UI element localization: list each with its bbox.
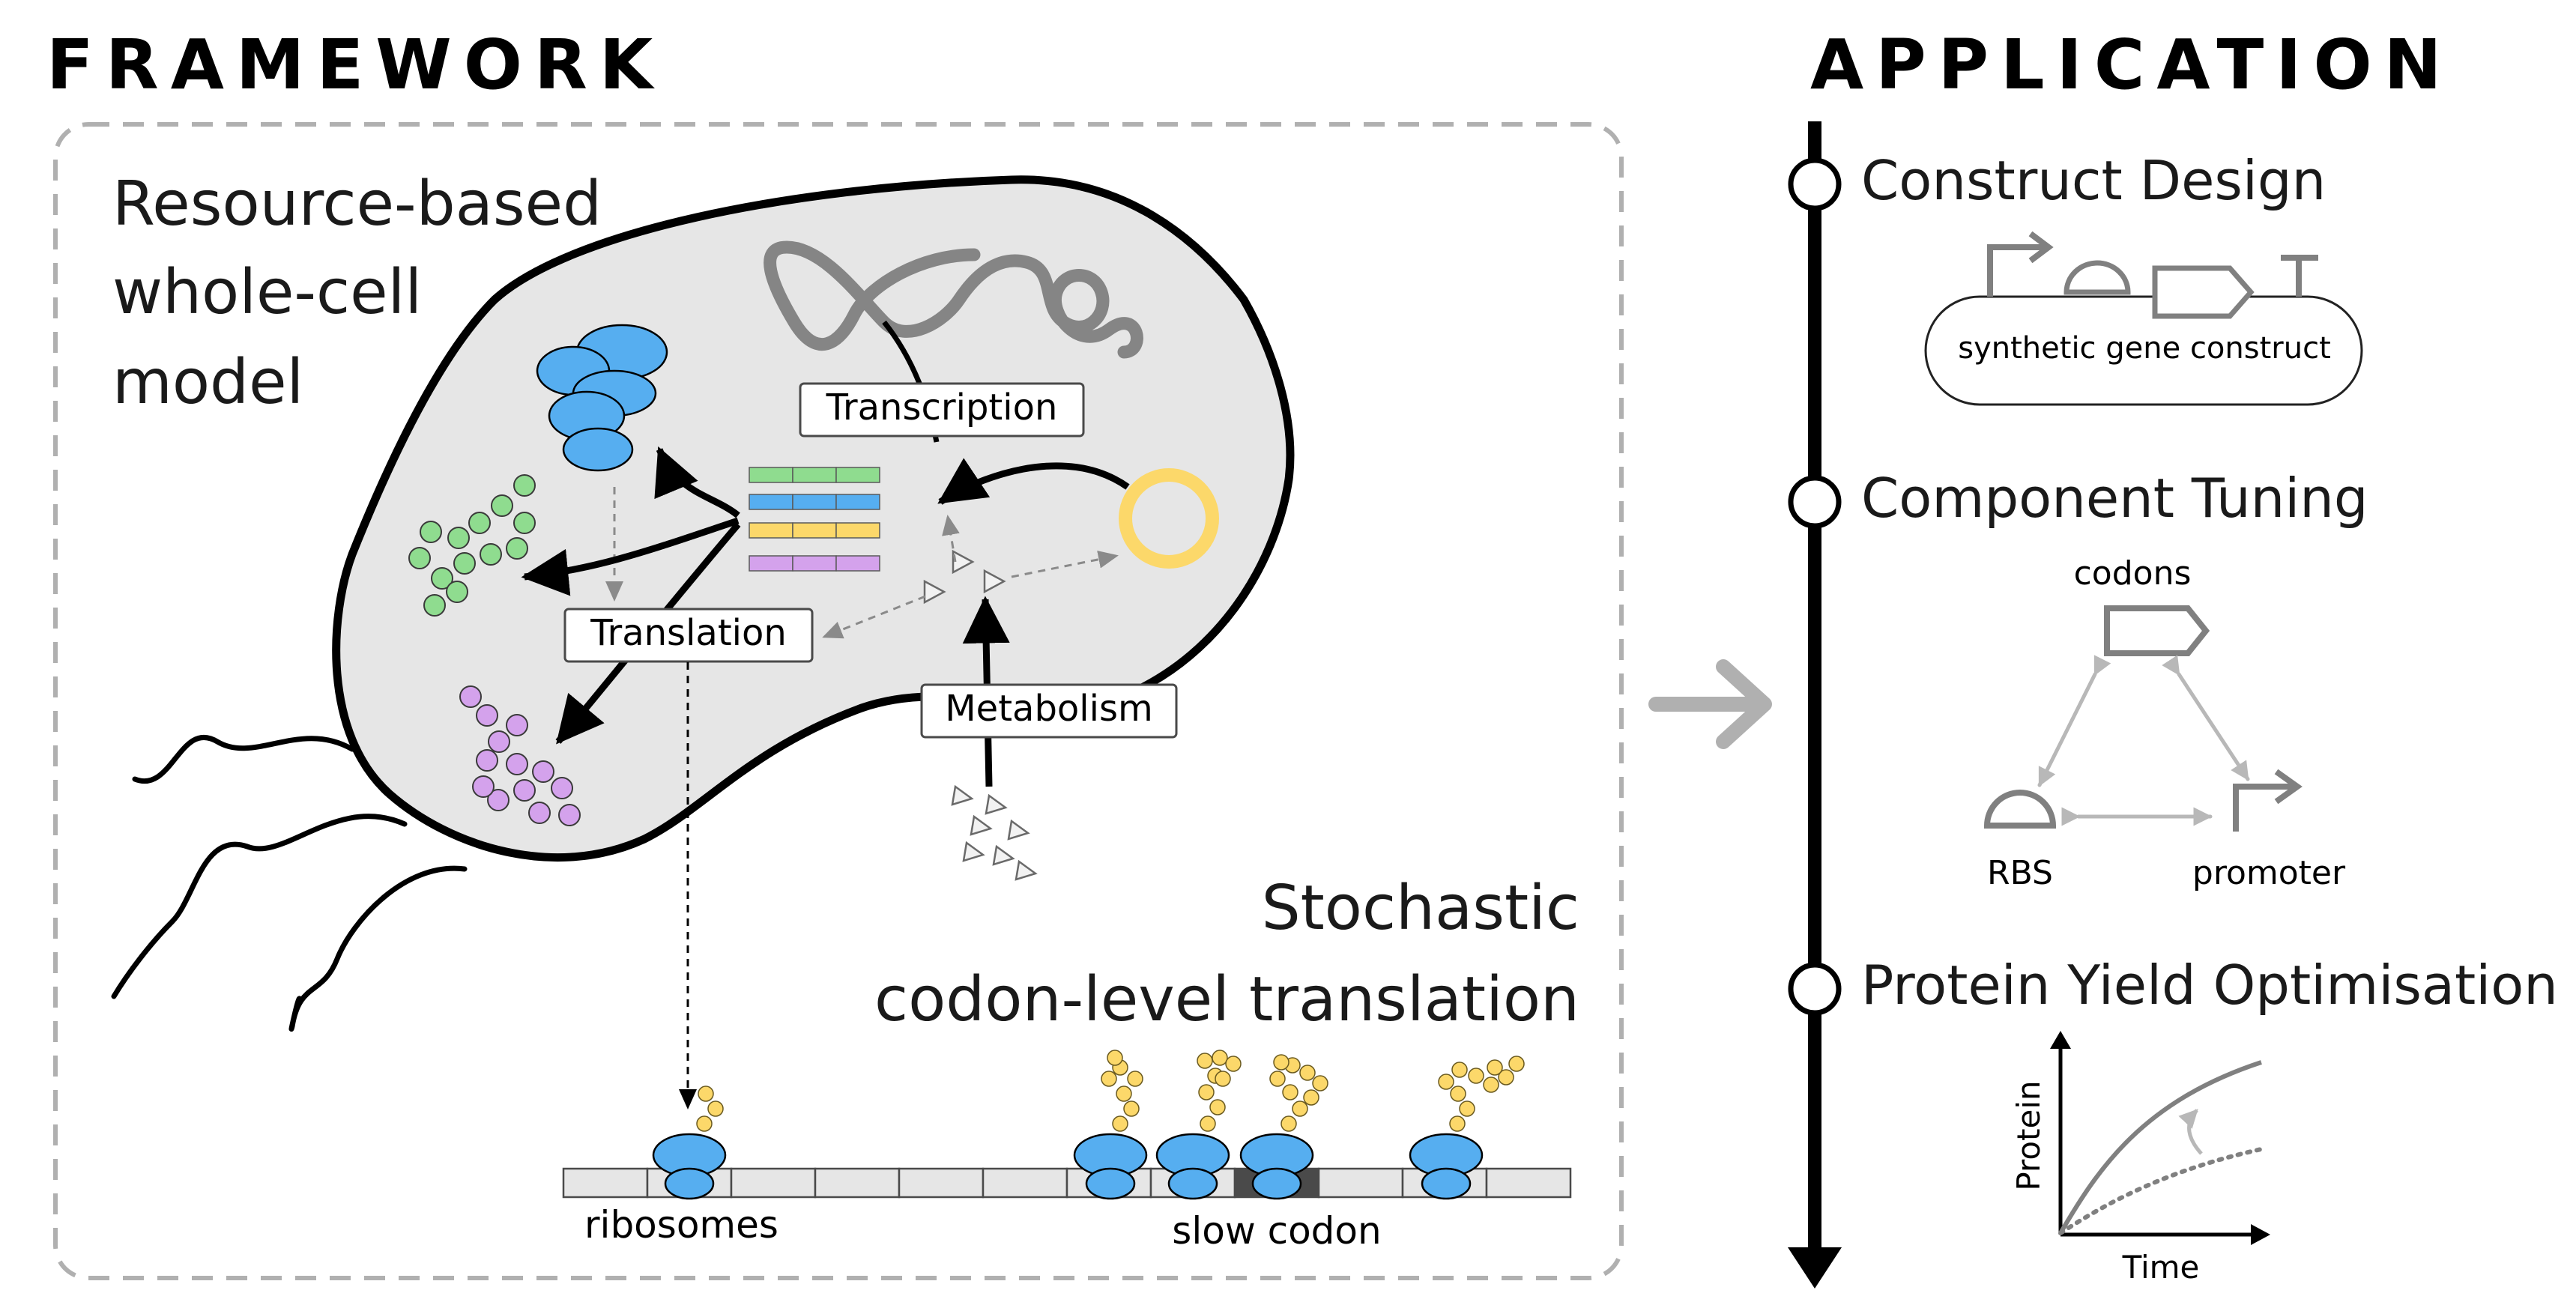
plasmid-ring-icon [1119,468,1219,569]
cds-icon [2152,265,2255,319]
promoter-tuning-icon [2233,769,2303,832]
translation-label: Translation [590,612,787,654]
protein-yield-plot: Protein Time [2010,1031,2270,1286]
mrna-bars [749,467,880,572]
step-2-node[interactable] [1788,475,1842,529]
step-3-node[interactable] [1788,962,1842,1016]
plot-improvement-arrow [2178,1109,2203,1155]
model-title-line-1: Resource-based [112,169,602,240]
plot-xlabel: Time [2122,1249,2200,1286]
slow-codon-label: slow codon [1172,1209,1381,1253]
promoter-arrow-icon [1987,231,2054,297]
plot-curve-optimised [2058,1060,2262,1235]
green-protein-beads [408,474,536,617]
step-2-title: Component Tuning [1861,467,2368,530]
transcription-label: Transcription [826,387,1058,429]
metabolite-triangles [923,549,1038,881]
flagella [111,734,468,1032]
transcription-label-box: Transcription [799,382,1085,437]
arrow-right-icon [1648,659,1772,749]
promoter-label: promoter [2192,854,2346,892]
construct-design-diagram: synthetic gene construct [1924,231,2363,406]
ribosome-cluster [536,324,668,472]
plot-curve-baseline [2058,1147,2264,1235]
model-title: Resource-based whole-cell model [112,169,602,418]
translating-ribosomes [652,1133,1484,1200]
metabolism-label: Metabolism [945,688,1152,730]
codons-label: codons [2074,554,2192,593]
metabolism-label-box: Metabolism [920,683,1178,739]
stochastic-title-line-1: Stochastic [1262,873,1579,944]
rbs-icon [2063,260,2131,295]
translation-label-box: Translation [563,608,814,663]
terminator-icon [2281,255,2318,297]
step-3-title: Protein Yield Optimisation [1861,954,2558,1017]
grey-flow-arrows [605,487,1119,639]
ribosomes-label: ribosomes [584,1203,778,1247]
model-title-line-2: whole-cell [112,257,422,328]
stochastic-title: Stochastic codon-level translation [874,873,1579,1035]
rbs-tuning-icon [1983,790,2057,829]
step-1-node[interactable] [1788,157,1842,211]
stochastic-title-line-2: codon-level translation [874,964,1579,1035]
step-1-title: Construct Design [1861,149,2326,212]
component-tuning-diagram: codons RBS promoter [1983,554,2346,892]
purple-protein-beads [459,685,581,826]
plot-ylabel: Protein [2010,1080,2047,1190]
construct-label: synthetic gene construct [1958,331,2331,366]
application-heading: APPLICATION [1810,25,2454,105]
codon-cds-icon [2104,605,2210,656]
framework-heading: FRAMEWORK [46,25,665,105]
nascent-peptide-chains [696,1050,1525,1132]
timeline-arrow-icon [1788,1247,1842,1289]
mrna-codon-strip [562,1167,1572,1199]
dna-coil-icon [764,240,1143,359]
model-title-line-3: model [112,347,303,418]
rbs-label: RBS [1987,854,2053,892]
